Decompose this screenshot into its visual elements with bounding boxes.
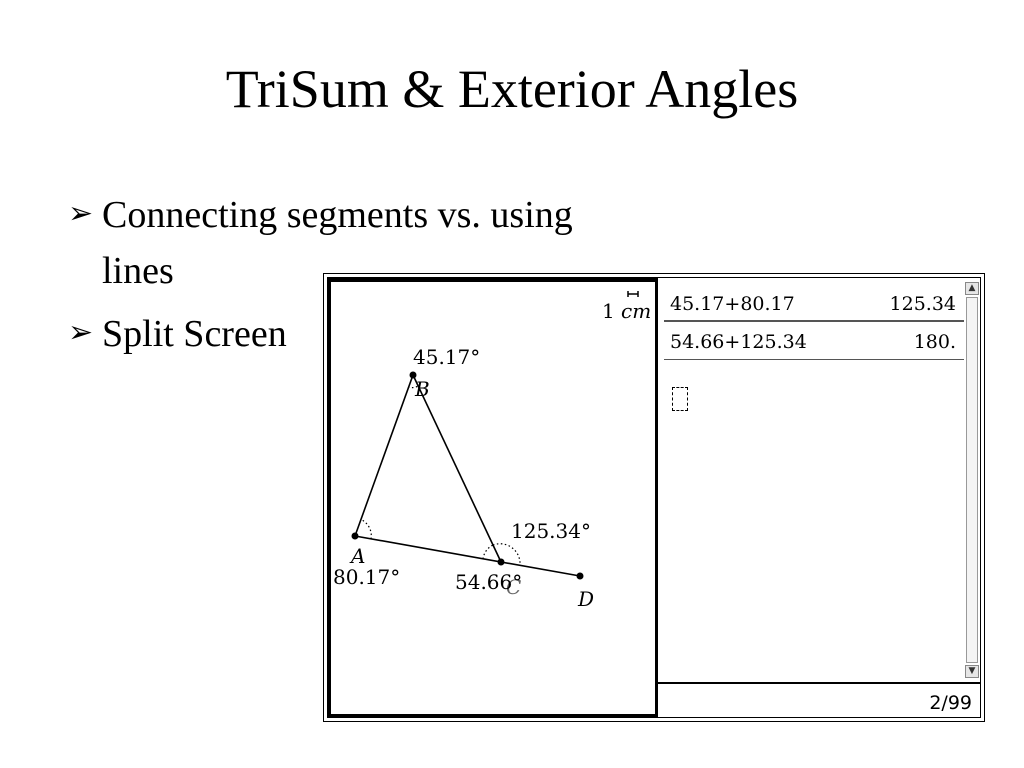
point-label-a: A [349,544,365,568]
calc-result: 125.34 [889,293,956,315]
point-b[interactable] [409,371,417,379]
scale-unit: cm [621,299,651,323]
calc-entry-cursor[interactable] [672,387,688,411]
point-c[interactable] [497,558,505,566]
bullet-arrow-icon: ➢ [68,316,94,349]
bullet-2: ➢Split Screen [68,315,287,353]
bullet-1-text-cont: lines [102,250,174,292]
calc-expression: 45.17+80.17 [670,293,795,315]
calculator-screenshot: 1 cm B A C D [323,273,985,722]
point-label-d: D [577,587,594,611]
point-label-b: B [414,377,430,401]
bullet-arrow-icon: ➢ [68,197,94,230]
point-label-c: C [506,575,521,599]
chevron-down-icon[interactable]: ▼ [965,665,979,678]
angle-measure-c[interactable]: 54.66° [455,570,522,594]
angle-measure-b[interactable]: 45.17° [413,345,480,369]
angle-measure-a[interactable]: 80.17° [333,565,400,589]
calc-history-row[interactable]: 54.66+125.34 180. [664,322,964,360]
scale-number: 1 [602,299,615,323]
chevron-up-icon[interactable]: ▲ [965,282,979,295]
calc-history-row[interactable]: 45.17+80.17 125.34 [664,284,964,322]
bullet-1: ➢Connecting segments vs. using [68,196,573,234]
angle-measure-exterior[interactable]: 125.34° [511,519,591,543]
angle-arc-a [361,519,372,540]
page-count: 2/99 [929,692,972,714]
segment-bc[interactable] [412,374,502,563]
geometry-pane[interactable]: 1 cm B A C D [328,278,658,717]
geometry-canvas[interactable]: 1 cm B A C D [331,282,655,714]
status-bar: 2/99 [658,682,980,717]
line-ad[interactable] [354,535,581,577]
point-d[interactable] [576,572,584,580]
bullet-2-text: Split Screen [102,313,287,355]
angle-arc-c-exterior [492,543,521,566]
calc-result: 180. [913,331,956,353]
calc-scrollbar[interactable]: ▲ ▼ [965,282,979,678]
point-a[interactable] [351,532,359,540]
calc-expression: 54.66+125.34 [670,331,807,353]
scale-bar-icon [627,291,639,297]
angle-arc-c-interior [482,544,494,560]
segment-ab[interactable] [354,374,414,537]
slide-title: TriSum & Exterior Angles [225,59,799,119]
calculator-pane[interactable]: 45.17+80.17 125.34 54.66+125.34 180. ▲ ▼ [658,278,980,717]
angle-arc-b [407,385,419,389]
bullet-1-text: Connecting segments vs. using [102,194,573,236]
screen: 1 cm B A C D [327,277,981,718]
scroll-track[interactable] [966,297,978,663]
